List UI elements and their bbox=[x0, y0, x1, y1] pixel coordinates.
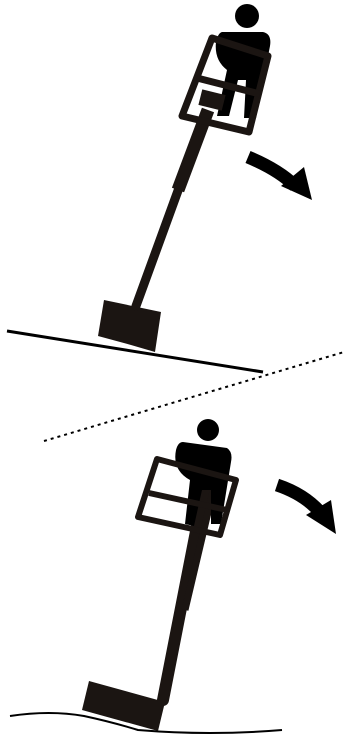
lift-base bbox=[82, 681, 165, 731]
platform-gate bbox=[198, 89, 226, 111]
platform-cage bbox=[135, 456, 239, 538]
lift-mast bbox=[157, 464, 214, 706]
panel-separator bbox=[43, 351, 344, 442]
sloped-ground-line bbox=[6, 329, 264, 374]
upper-panel bbox=[6, 4, 312, 374]
lift-base bbox=[98, 300, 161, 352]
uneven-ground-line bbox=[9, 712, 283, 734]
tip-over-arrow-icon bbox=[274, 478, 336, 534]
lower-panel bbox=[9, 419, 283, 734]
platform-cage bbox=[178, 34, 272, 136]
tip-over-arrow-icon bbox=[245, 151, 312, 200]
